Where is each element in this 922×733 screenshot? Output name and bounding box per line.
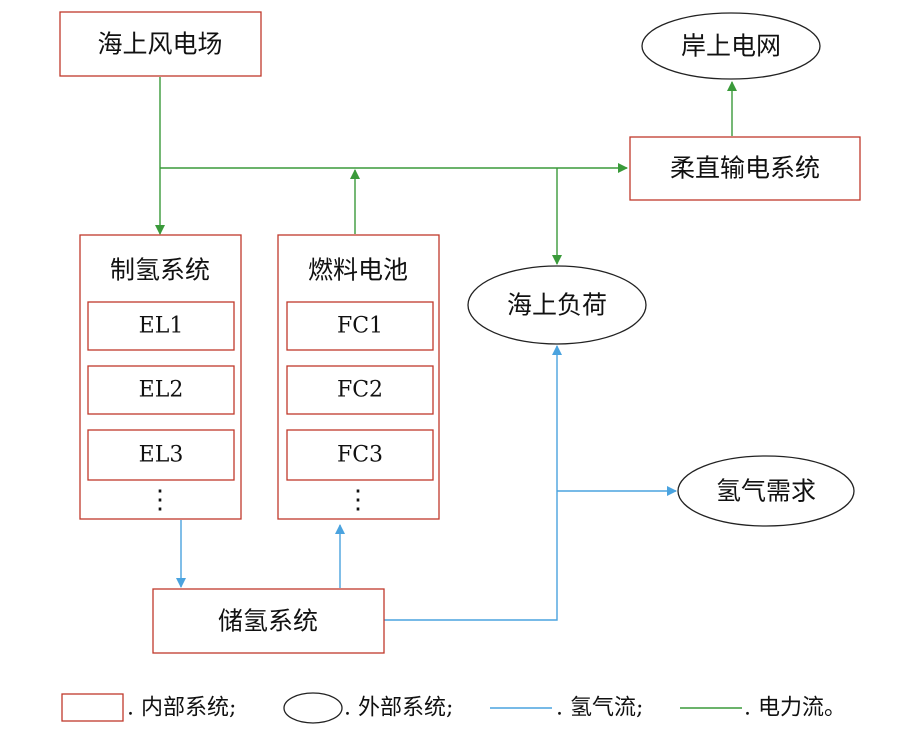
legend-internal-swatch [61, 693, 124, 722]
legend-power-label: . 电力流。 [744, 696, 846, 721]
electrolysis-more-dots: ⋮ [147, 485, 173, 515]
hydrogen-demand-label: 氢气需求 [716, 477, 816, 506]
electrolysis-title: 制氢系统 [110, 256, 210, 285]
fuel-cell-node: 燃料电池 FC1 FC2 FC3 ⋮ [277, 234, 440, 520]
onshore-grid-node: 岸上电网 [641, 12, 821, 80]
onshore-grid-label: 岸上电网 [681, 32, 781, 61]
hydrogen-storage-node: 储氢系统 [152, 588, 385, 654]
electrolysis-system-node: 制氢系统 EL1 EL2 EL3 ⋮ [79, 234, 242, 520]
el1-label: EL1 [139, 314, 184, 339]
fc2-label: FC2 [337, 378, 383, 403]
fc1-label: FC1 [337, 314, 383, 339]
legend-external-label: . 外部系统; [344, 696, 453, 721]
legend-hydrogen-label: . 氢气流; [556, 696, 643, 721]
hydrogen-demand-node: 氢气需求 [677, 455, 855, 527]
offshore-load-node: 海上负荷 [467, 265, 647, 345]
offshore-wind-farm-node: 海上风电场 [59, 11, 262, 77]
el3-label: EL3 [139, 443, 184, 468]
offshore-wind-farm-label: 海上风电场 [97, 30, 222, 59]
hvdc-system-label: 柔直输电系统 [670, 154, 820, 183]
el2-label: EL2 [139, 378, 184, 403]
fc3-label: FC3 [337, 443, 383, 468]
hydrogen-flow-lines [176, 345, 677, 621]
offshore-load-label: 海上负荷 [507, 291, 607, 320]
legend: . 内部系统; . 外部系统; . 氢气流; . 电力流。 [61, 692, 846, 724]
legend-external-swatch [283, 692, 343, 724]
hvdc-system-node: 柔直输电系统 [629, 136, 861, 201]
storage-to-offshore-load-arrow [384, 345, 562, 621]
fuel-cell-more-dots: ⋮ [345, 485, 371, 515]
power-flow-lines [155, 77, 737, 265]
legend-internal-label: . 内部系统; [127, 696, 236, 721]
hydrogen-storage-label: 储氢系统 [218, 607, 318, 636]
fuel-cell-title: 燃料电池 [308, 256, 408, 285]
